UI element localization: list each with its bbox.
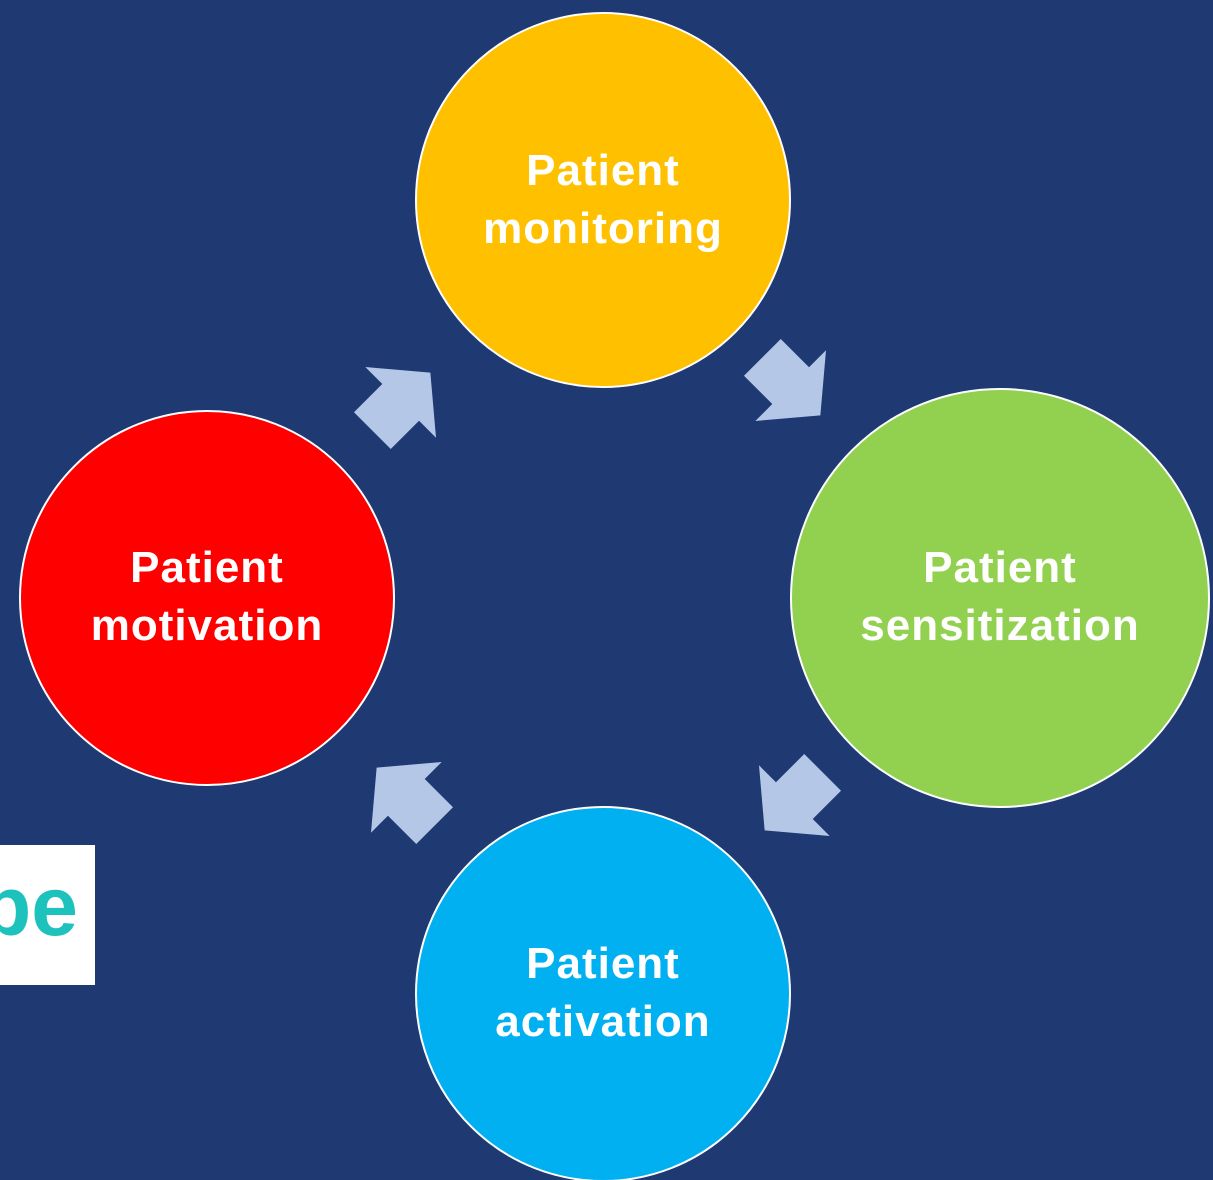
node-motivation-line2: motivation	[90, 601, 324, 650]
node-sensitization-label: Patient sensitization	[820, 539, 1180, 655]
node-motivation-line1: Patient	[130, 543, 284, 592]
node-activation-line1: Patient	[526, 939, 680, 988]
node-sensitization-circle	[790, 388, 1210, 808]
node-monitoring-circle	[415, 12, 791, 388]
node-motivation-circle	[19, 410, 395, 786]
node-monitoring-line1: Patient	[526, 146, 680, 195]
node-activation-label: Patient activation	[423, 935, 783, 1051]
arrow-monitoring-to-sensitization	[743, 338, 827, 422]
node-sensitization-line2: sensitization	[860, 601, 1140, 650]
partial-logo: be	[0, 845, 95, 985]
arrow-activation-to-motivation	[370, 761, 454, 845]
arrow-sensitization-to-activation	[758, 753, 842, 837]
partial-logo-text: be	[0, 859, 78, 953]
node-activation-line2: activation	[495, 997, 711, 1046]
node-sensitization-line1: Patient	[923, 543, 1077, 592]
partial-logo-mark: be	[0, 859, 78, 953]
arrow-motivation-to-monitoring	[353, 366, 437, 450]
node-motivation-label: Patient motivation	[27, 539, 387, 655]
node-monitoring-line2: monitoring	[483, 204, 723, 253]
node-monitoring-label: Patient monitoring	[423, 142, 783, 258]
node-activation-circle	[415, 806, 791, 1180]
